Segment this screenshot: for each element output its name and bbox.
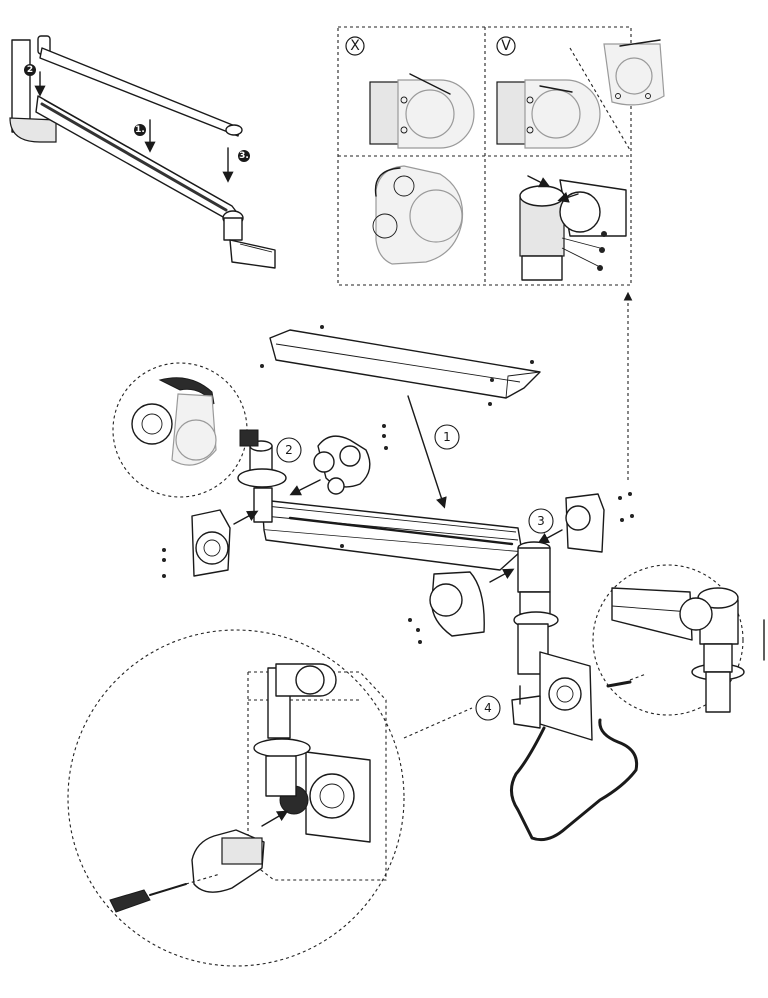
callout-1: 1 bbox=[434, 424, 460, 450]
cover-arrow bbox=[407, 395, 447, 509]
callout-4: 4 bbox=[475, 695, 501, 721]
cable-cover-part bbox=[260, 325, 541, 406]
handle-clip-part bbox=[289, 424, 388, 496]
main-arm bbox=[261, 499, 523, 571]
cap-screw-view bbox=[519, 175, 627, 281]
svg-text:2: 2 bbox=[27, 65, 33, 75]
svg-text:V: V bbox=[501, 38, 511, 54]
svg-text:4: 4 bbox=[484, 701, 492, 715]
right-pole bbox=[513, 541, 559, 675]
monitor-handle bbox=[510, 718, 639, 842]
cap-clip-view bbox=[372, 165, 464, 265]
svg-text:3.: 3. bbox=[239, 151, 249, 161]
wrong-orientation-cap bbox=[369, 73, 475, 149]
correct-mark: V bbox=[496, 36, 516, 56]
incorrect-mark: X bbox=[345, 36, 365, 56]
zoom-detail-bottom bbox=[67, 629, 473, 967]
svg-text:1: 1 bbox=[443, 430, 451, 444]
svg-text:2: 2 bbox=[285, 443, 293, 457]
right-end-cap bbox=[537, 492, 634, 553]
svg-text:3: 3 bbox=[537, 514, 545, 528]
step-badge-3: 3. bbox=[238, 150, 250, 162]
svg-text:1.: 1. bbox=[135, 125, 145, 135]
zoom-detail-right bbox=[592, 564, 765, 716]
top-left-cover-install bbox=[9, 35, 276, 269]
callout-3: 3 bbox=[528, 508, 554, 534]
svg-text:X: X bbox=[350, 38, 360, 54]
left-pole-joint bbox=[237, 429, 287, 523]
zoom-detail-left bbox=[112, 362, 263, 498]
callout-2: 2 bbox=[276, 437, 302, 463]
cap-detail-small bbox=[603, 39, 665, 106]
step-badge-1: 1. bbox=[134, 124, 146, 136]
step-badge-2: 2 bbox=[24, 64, 36, 76]
left-end-cap bbox=[162, 509, 259, 578]
lower-end-cap bbox=[408, 568, 515, 644]
vesa-mount bbox=[511, 651, 593, 741]
right-orientation-cap bbox=[496, 79, 601, 149]
orientation-panel bbox=[337, 26, 665, 286]
